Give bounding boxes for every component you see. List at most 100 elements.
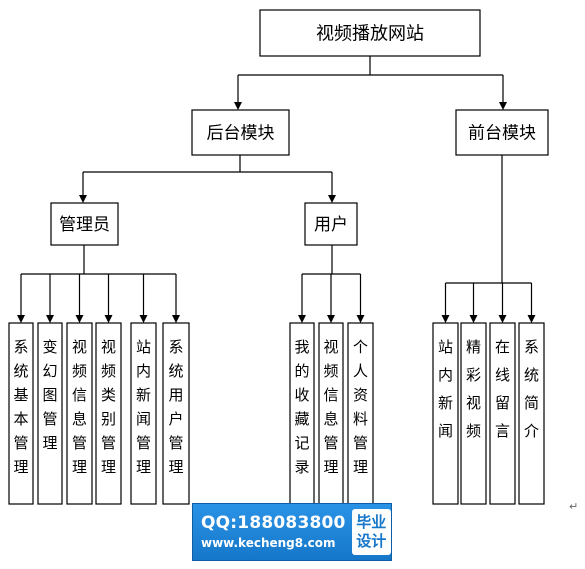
node-user-item-char: 管 — [323, 434, 338, 452]
node-user-item-char: 息 — [323, 410, 338, 428]
node-front-item-char: 精 — [466, 338, 481, 356]
node-admin-item-char: 管 — [168, 434, 183, 452]
node-front-item-char: 统 — [524, 366, 539, 384]
arrowhead — [527, 315, 536, 323]
node-front-item-box — [432, 322, 459, 505]
watermark-contact: QQ:188083800 www.kecheng8.com — [201, 512, 346, 552]
arrowhead — [328, 195, 336, 203]
arrowhead — [327, 315, 335, 323]
node-user-label: 用户 — [314, 215, 348, 235]
node-admin-label: 管理员 — [59, 215, 110, 235]
node-admin-item-char: 理 — [101, 458, 116, 476]
node-user-item-char: 藏 — [294, 410, 309, 428]
node-front-item-char: 介 — [524, 422, 539, 440]
node-front-item-char: 频 — [466, 422, 481, 440]
node-user-item-box — [289, 322, 315, 505]
node-user-item-char: 理 — [323, 458, 338, 476]
watermark-banner: QQ:188083800 www.kecheng8.com 毕业 设计 — [192, 503, 392, 561]
node-user-item-char: 个 — [353, 338, 368, 356]
node-admin-item-char: 视 — [101, 338, 116, 356]
node-admin-item-char: 闻 — [136, 410, 151, 428]
node-user-box — [304, 202, 358, 246]
node-admin-item-char: 管 — [136, 434, 151, 452]
node-front-item-char: 系 — [524, 338, 539, 356]
node-front-item-box — [518, 322, 545, 505]
diagram-nodes: 视频播放网站后台模块前台模块管理员用户系统基本管理变幻图管理视频信息管理视频类别… — [8, 9, 549, 505]
node-admin-item-box — [130, 322, 157, 505]
paragraph-mark: ↵ — [569, 500, 579, 513]
node-admin-item-char: 管 — [13, 434, 28, 452]
node-admin-item-char: 理 — [168, 458, 183, 476]
node-backend-box — [191, 109, 290, 156]
arrowhead — [469, 315, 478, 323]
node-admin-item-char: 统 — [13, 362, 28, 380]
node-user-item-char: 资 — [353, 386, 368, 404]
node-admin-item-char: 频 — [72, 362, 87, 380]
node-front-item-char: 言 — [495, 422, 510, 440]
node-admin-item-box — [66, 322, 93, 505]
arrowhead — [17, 315, 25, 323]
node-frontend: 前台模块 — [455, 109, 549, 156]
watermark-badge-line1: 毕业 — [356, 513, 387, 531]
node-admin-item-char: 用 — [168, 386, 183, 404]
node-user-item-char: 理 — [353, 458, 368, 476]
watermark-url: www.kecheng8.com — [201, 536, 336, 550]
node-user-item-char: 频 — [323, 362, 338, 380]
node-admin-item-char: 图 — [42, 386, 57, 404]
node-frontend-box — [455, 109, 549, 156]
node-admin-box — [50, 202, 119, 246]
node-front-item-char: 内 — [438, 366, 453, 384]
node-user-item-char: 料 — [353, 410, 368, 428]
node-backend: 后台模块 — [191, 109, 290, 156]
node-user-item-char: 记 — [294, 434, 309, 452]
node-admin-item-char: 系 — [168, 338, 183, 356]
node-admin: 管理员 — [50, 202, 119, 246]
arrowhead — [498, 315, 507, 323]
node-front-item-char: 线 — [495, 366, 510, 384]
arrowhead — [499, 102, 507, 110]
node-front-item-box — [460, 322, 487, 505]
node-front-item-char: 站 — [438, 338, 453, 356]
watermark-qq: QQ:188083800 — [201, 513, 346, 533]
node-user-item-char: 收 — [294, 386, 309, 404]
node-admin-item-char: 新 — [136, 386, 151, 404]
node-user-item-char: 人 — [353, 362, 368, 380]
node-admin-item-char: 系 — [13, 338, 28, 356]
node-user-item-char: 我 — [294, 338, 309, 356]
node-admin-item-char: 统 — [168, 362, 183, 380]
node-admin-item-box — [8, 322, 34, 505]
arrowhead — [356, 315, 365, 323]
connector-lines — [17, 56, 536, 323]
node-admin-item-char: 理 — [42, 434, 57, 452]
node-front-item-box — [489, 322, 516, 505]
node-admin-item-char: 本 — [13, 410, 28, 428]
node-user-item-char: 视 — [323, 338, 338, 356]
arrowhead — [139, 315, 148, 323]
node-front-item-char: 闻 — [438, 422, 453, 440]
node-front-item-char: 留 — [495, 394, 510, 412]
arrowhead — [46, 315, 54, 323]
arrowhead — [75, 315, 84, 323]
node-admin-item-box — [95, 322, 122, 505]
node-admin-item-char: 内 — [136, 362, 151, 380]
node-admin-item-char: 基 — [13, 386, 28, 404]
arrowhead — [441, 315, 450, 323]
node-admin-item-char: 理 — [136, 458, 151, 476]
node-root: 视频播放网站 — [259, 9, 481, 57]
node-admin-item-char: 管 — [101, 434, 116, 452]
node-admin-item-char: 视 — [72, 338, 87, 356]
node-admin-item-box — [162, 322, 190, 505]
node-user-item-char: 的 — [294, 362, 309, 380]
